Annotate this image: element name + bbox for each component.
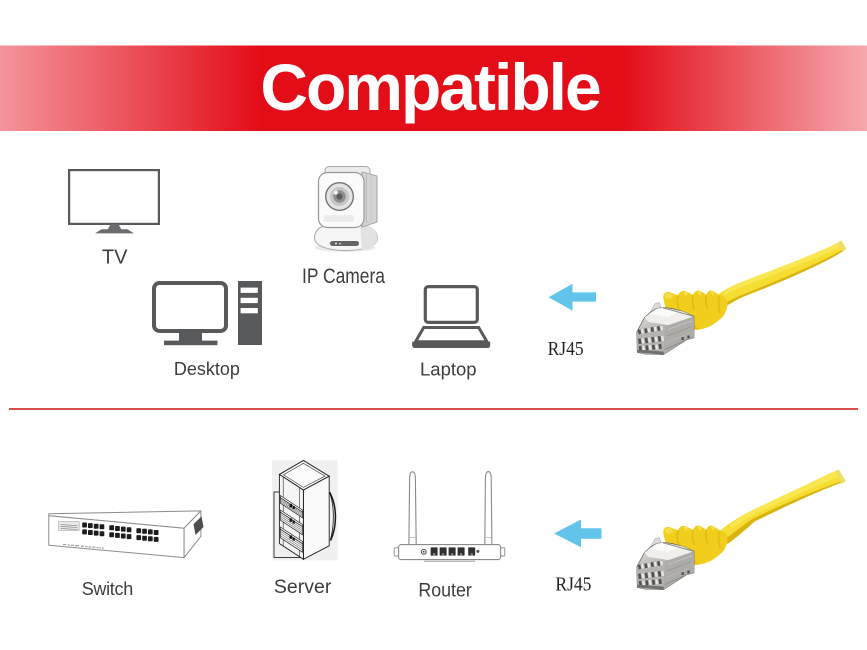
svg-text:RJ45: RJ45 — [555, 574, 591, 596]
svg-text:Server: Server — [274, 576, 332, 598]
svg-text:Switch: Switch — [82, 579, 133, 599]
svg-text:Desktop: Desktop — [174, 359, 240, 379]
svg-text:TV: TV — [102, 246, 128, 268]
svg-text:Laptop: Laptop — [420, 359, 477, 380]
svg-text:IP Camera: IP Camera — [302, 264, 385, 288]
svg-text:Router: Router — [418, 580, 472, 602]
svg-text:RJ45: RJ45 — [548, 338, 584, 360]
svg-text:Compatible: Compatible — [260, 50, 600, 124]
